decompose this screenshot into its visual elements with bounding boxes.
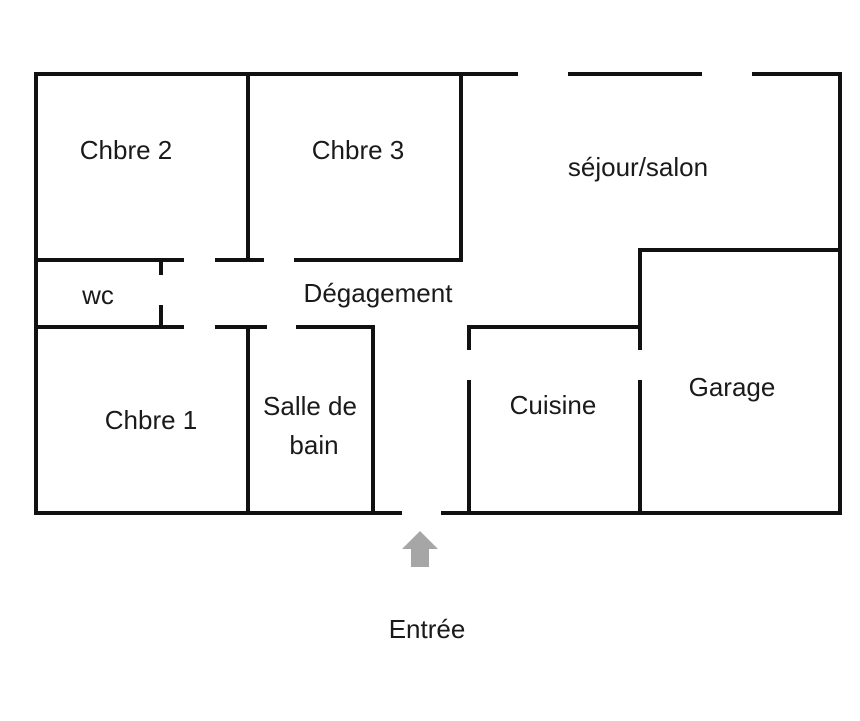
entrance-label: Entrée (389, 614, 466, 644)
entrance: Entrée (389, 531, 466, 644)
room-label-sdb-line1: Salle de (263, 391, 357, 421)
room-label-chbre3: Chbre 3 (312, 135, 405, 165)
room-label-wc: wc (81, 280, 114, 310)
walls (34, 72, 842, 515)
room-label-cuisine: Cuisine (510, 390, 597, 420)
room-label-degagement: Dégagement (304, 278, 454, 308)
room-label-sdb-line2: bain (289, 430, 338, 460)
room-labels: Chbre 2 Chbre 3 séjour/salon wc Dégageme… (80, 135, 776, 460)
room-label-sejour: séjour/salon (568, 152, 708, 182)
room-label-garage: Garage (689, 372, 776, 402)
room-label-chbre1: Chbre 1 (105, 405, 198, 435)
room-label-chbre2: Chbre 2 (80, 135, 173, 165)
arrow-up-icon (402, 531, 438, 567)
